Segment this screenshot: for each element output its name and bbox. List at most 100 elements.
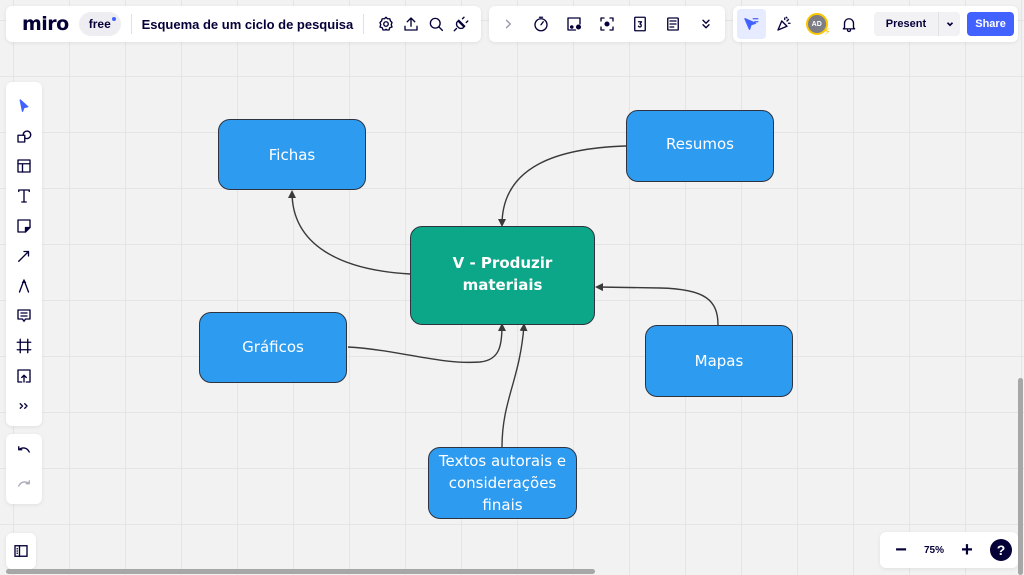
creation-toolbar xyxy=(6,82,42,426)
frame-card-icon xyxy=(567,17,582,31)
cursor-reactions-button[interactable] xyxy=(737,9,766,39)
text-icon xyxy=(18,189,30,203)
node-fichas[interactable]: Fichas xyxy=(218,119,366,190)
collaboration-toolbar xyxy=(489,6,725,42)
search-button[interactable] xyxy=(424,9,449,39)
comment-icon xyxy=(17,309,31,322)
redo-button[interactable] xyxy=(9,471,39,501)
settings-button[interactable] xyxy=(374,9,399,39)
frame-tool[interactable] xyxy=(9,331,39,361)
expand-chevron-icon xyxy=(505,19,511,29)
expand-toolbar-button[interactable] xyxy=(493,9,523,39)
search-icon xyxy=(429,17,443,32)
cursor-icon xyxy=(744,18,759,30)
settings-icon xyxy=(379,16,394,31)
zoom-in-button[interactable]: + xyxy=(952,535,982,565)
lightning-icon: ⚡ xyxy=(823,27,831,38)
upload-icon xyxy=(17,369,31,383)
bell-icon xyxy=(843,18,856,33)
node-center-produzir-materiais[interactable]: V - Produzir materiais xyxy=(410,226,595,325)
party-popper-icon xyxy=(777,16,791,31)
divider xyxy=(130,14,132,34)
zoom-level[interactable]: 75% xyxy=(923,544,944,556)
arrow-line-icon xyxy=(18,250,30,262)
undo-button[interactable] xyxy=(9,437,39,467)
minus-icon: − xyxy=(895,538,907,561)
timer-button[interactable] xyxy=(526,9,556,39)
text-tool[interactable] xyxy=(9,181,39,211)
board-header: miro free Esquema de um ciclo de pesquis… xyxy=(6,6,481,42)
integrations-button[interactable] xyxy=(448,9,473,39)
plan-badge-dot xyxy=(111,17,116,21)
connector-graficos-to-center[interactable] xyxy=(347,323,506,364)
shapes-tool[interactable] xyxy=(9,121,39,151)
node-textos-autorais[interactable]: Textos autorais e considerações finais xyxy=(428,447,577,519)
pen-icon xyxy=(18,279,30,293)
voting-button[interactable] xyxy=(625,9,655,39)
notes-icon xyxy=(667,17,679,31)
more-tools-button[interactable] xyxy=(691,9,721,39)
help-button[interactable]: ? xyxy=(989,539,1012,561)
timer-icon xyxy=(534,16,548,32)
celebrate-button[interactable] xyxy=(770,9,799,39)
avatar-initials: AD xyxy=(811,20,822,28)
board-title[interactable]: Esquema de um ciclo de pesquisa xyxy=(141,16,354,32)
present-button[interactable]: Present xyxy=(885,18,927,30)
boards-panel-toggle[interactable] xyxy=(6,533,36,569)
connector-center-to-fichas[interactable] xyxy=(288,190,411,275)
node-fichas-label: Fichas xyxy=(268,145,316,164)
plus-icon: + xyxy=(961,538,973,561)
focus-button[interactable] xyxy=(592,9,622,39)
sticky-note-icon xyxy=(17,219,31,233)
shapes-icon xyxy=(17,130,32,143)
divider xyxy=(363,14,365,34)
zoom-controls: − 75% + ? xyxy=(880,532,1018,568)
horizontal-scrollbar[interactable] xyxy=(6,569,595,574)
share-button[interactable]: Share xyxy=(967,12,1014,36)
select-tool[interactable] xyxy=(9,91,39,121)
more-chevrons-icon xyxy=(702,19,710,29)
avatar: AD ⚡ xyxy=(805,13,831,38)
more-tools-button[interactable] xyxy=(9,391,39,421)
templates-icon xyxy=(17,159,31,173)
templates-tool[interactable] xyxy=(9,151,39,181)
node-mapas-label: Mapas xyxy=(694,352,744,370)
sidebar-panel-icon xyxy=(14,545,28,557)
number-card-icon xyxy=(634,16,646,32)
history-panel xyxy=(6,434,42,504)
zoom-out-button[interactable]: − xyxy=(886,535,916,565)
node-resumos[interactable]: Resumos xyxy=(626,110,774,182)
vertical-scrollbar[interactable] xyxy=(1018,378,1023,575)
user-avatar-button[interactable]: AD ⚡ xyxy=(802,9,831,39)
connector-resumos-to-center[interactable] xyxy=(498,145,627,227)
present-options-button[interactable] xyxy=(938,12,960,36)
double-chevron-right-icon xyxy=(19,403,28,409)
node-resumos-label: Resumos xyxy=(666,135,734,153)
chevron-down-icon xyxy=(946,22,953,27)
node-mapas[interactable]: Mapas xyxy=(645,325,793,397)
node-textos-label: Textos autorais e considerações finais xyxy=(438,452,567,514)
notes-button[interactable] xyxy=(658,9,688,39)
plan-badge[interactable]: free xyxy=(78,12,121,36)
export-button[interactable] xyxy=(399,9,424,39)
node-center-label: V - Produzir materiais xyxy=(452,253,553,294)
miro-logo[interactable]: miro xyxy=(22,13,69,35)
connection-line-tool[interactable] xyxy=(9,241,39,271)
pen-tool[interactable] xyxy=(9,271,39,301)
upload-tool[interactable] xyxy=(9,361,39,391)
comment-tool[interactable] xyxy=(9,301,39,331)
node-graficos-label: Gráficos xyxy=(242,337,304,356)
node-graficos[interactable]: Gráficos xyxy=(199,312,347,383)
sticky-note-tool[interactable] xyxy=(9,211,39,241)
frame-icon xyxy=(16,338,32,354)
connector-textos-to-center[interactable] xyxy=(501,323,528,448)
present-group: Present xyxy=(873,12,961,36)
user-toolbar: AD ⚡ Present Share xyxy=(733,6,1018,42)
export-icon xyxy=(404,17,418,31)
plan-badge-label: free xyxy=(88,17,111,31)
card-button[interactable] xyxy=(559,9,589,39)
undo-icon xyxy=(18,446,30,453)
notifications-button[interactable] xyxy=(835,9,864,39)
focus-icon xyxy=(600,17,614,31)
connector-mapas-to-center[interactable] xyxy=(595,283,719,326)
